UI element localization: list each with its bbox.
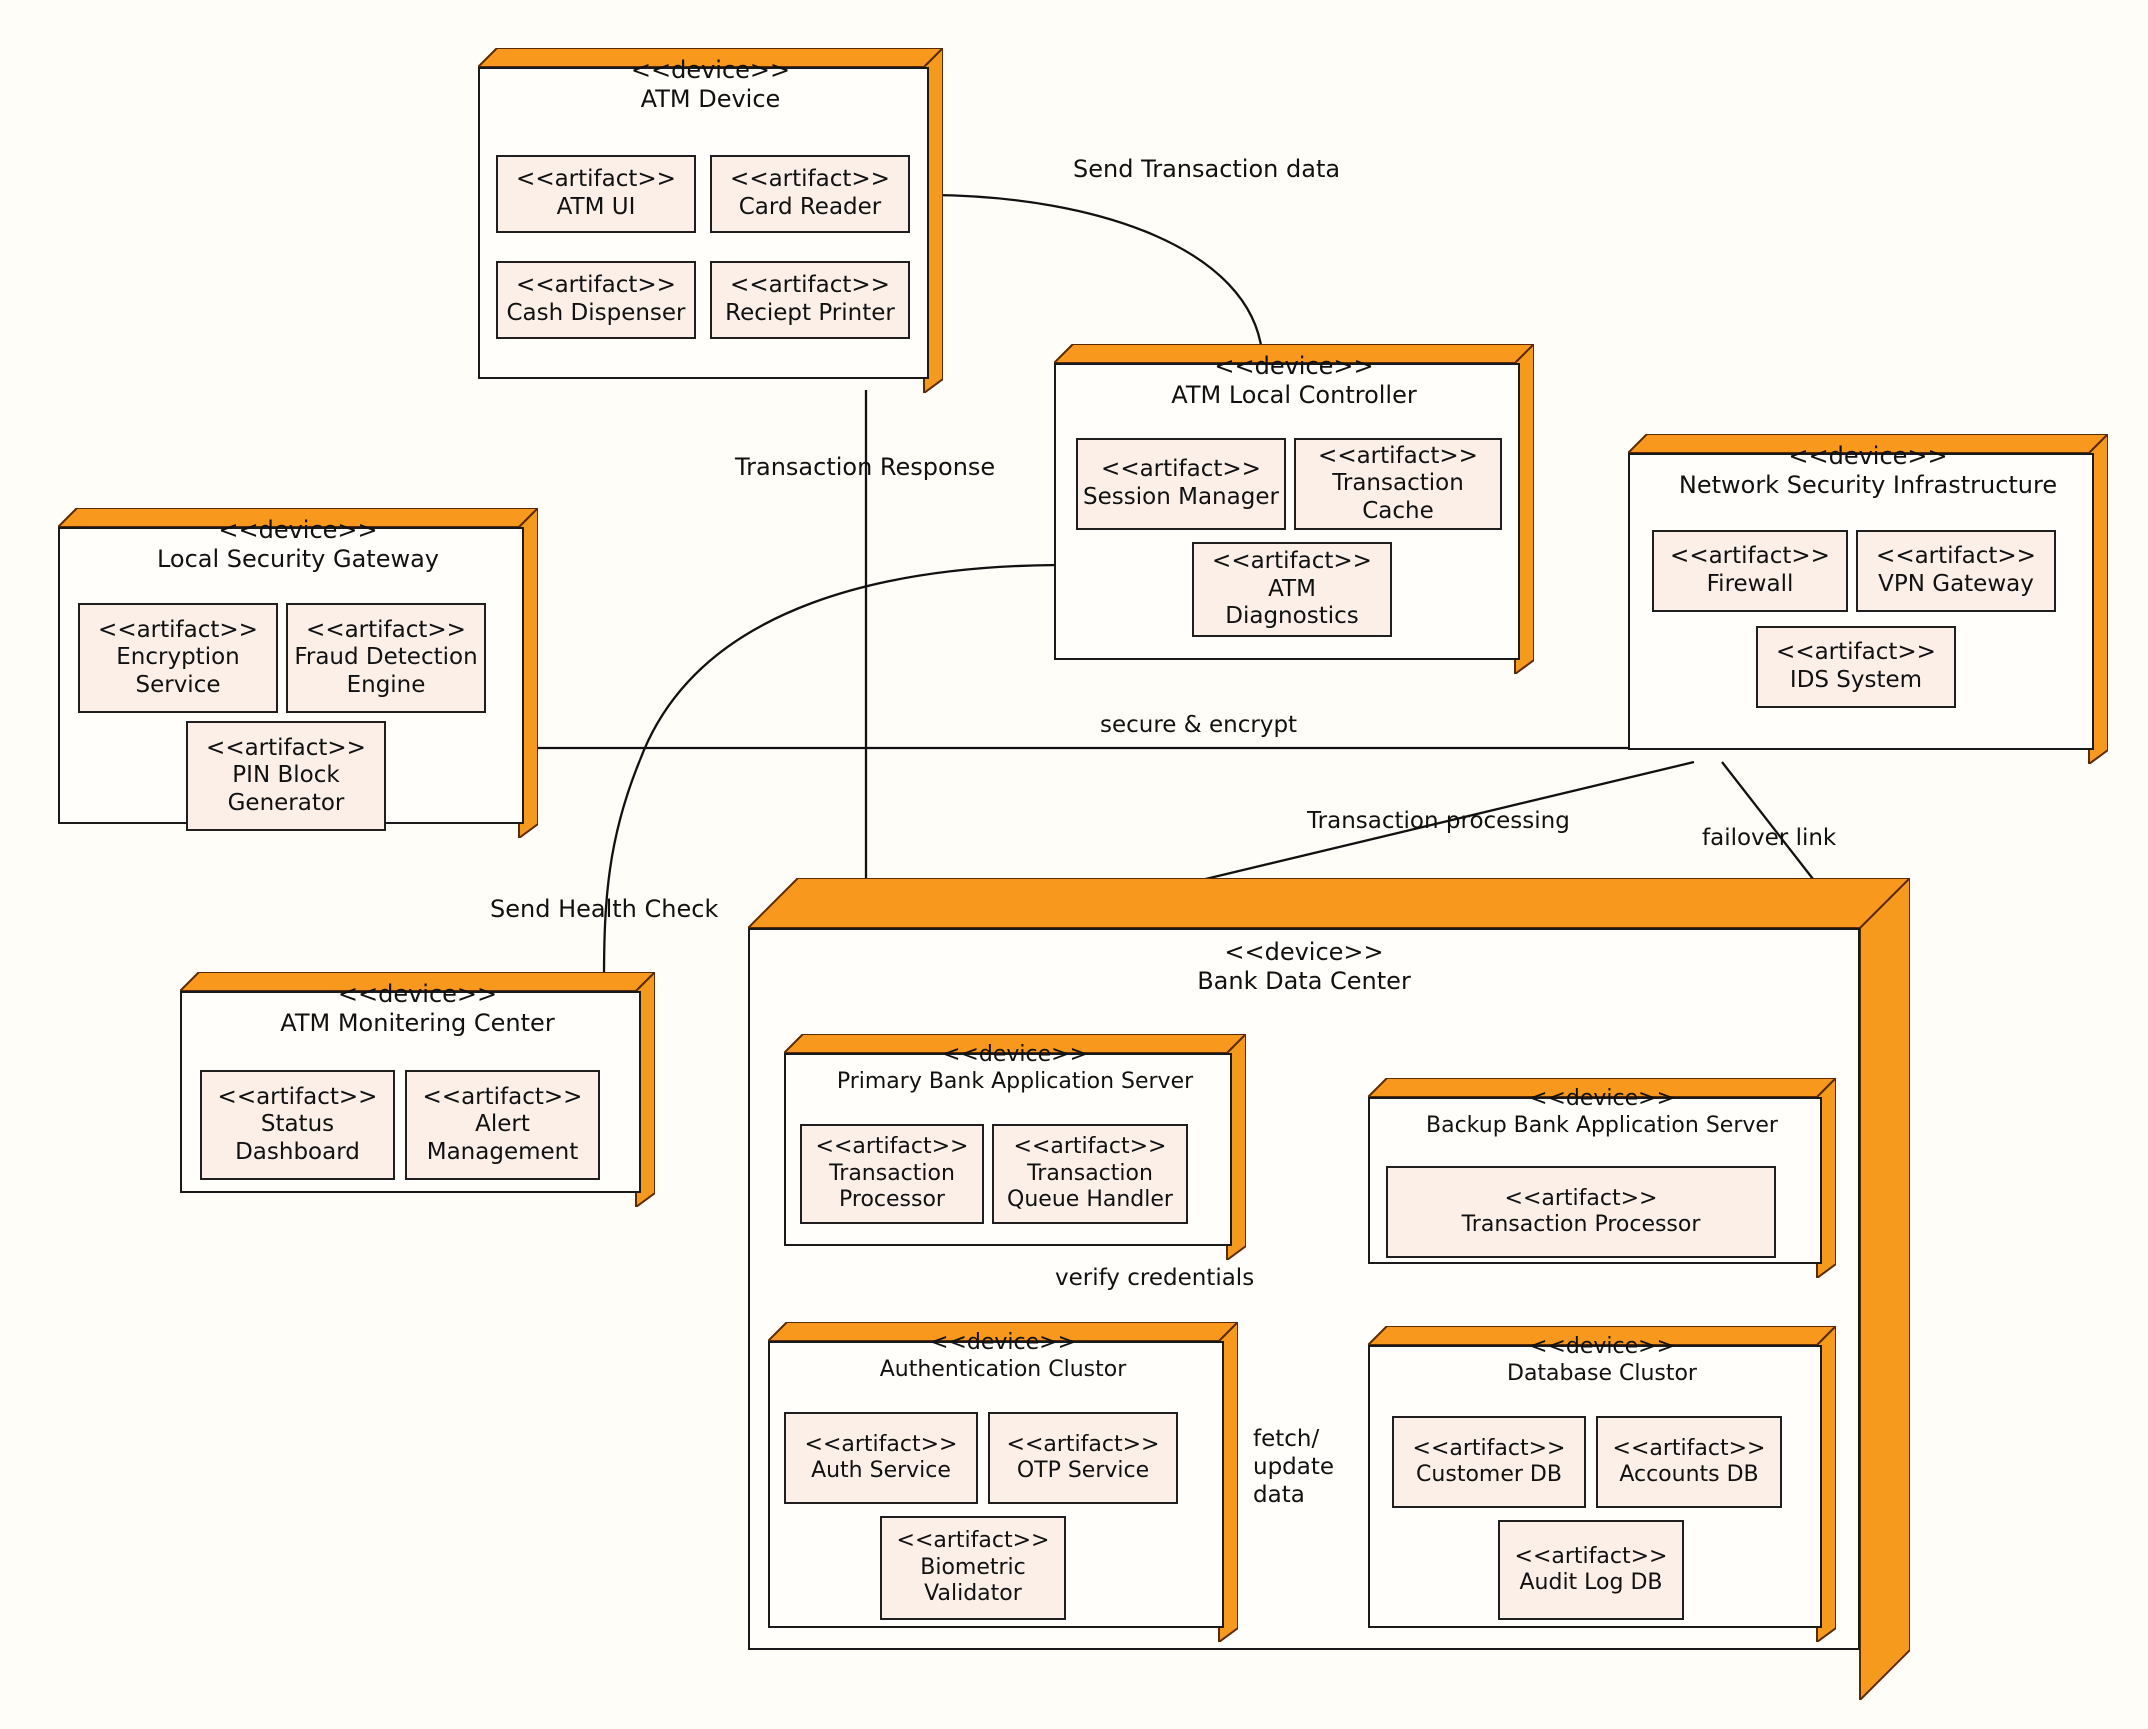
artifact-card-reader[interactable]: <<artifact>> Card Reader	[710, 155, 910, 233]
node-primary-bank-application-server[interactable]: <<device>> Primary Bank Application Serv…	[784, 1034, 1246, 1260]
edge-label-transaction-processing: Transaction processing	[1307, 808, 1570, 834]
artifact-firewall[interactable]: <<artifact>> Firewall	[1652, 530, 1848, 612]
artifact-label: Auth Service	[811, 1458, 951, 1483]
artifact-label: VPN Gateway	[1878, 571, 2034, 597]
artifact-customer-db[interactable]: <<artifact>> Customer DB	[1392, 1416, 1586, 1508]
artifact-stereotype: <<artifact>>	[896, 1528, 1050, 1554]
artifact-accounts-db[interactable]: <<artifact>> Accounts DB	[1596, 1416, 1782, 1508]
edge-label-transaction-response: Transaction Response	[735, 453, 996, 481]
artifact-stereotype: <<artifact>>	[1212, 548, 1372, 575]
artifact-cash-dispenser[interactable]: <<artifact>> Cash Dispenser	[496, 261, 696, 339]
artifact-stereotype: <<artifact>>	[1101, 456, 1261, 483]
node-atm-monitering-center[interactable]: <<device>> ATM Monitering Center <<artif…	[180, 972, 655, 1207]
node-database-clustor[interactable]: <<device>> Database Clustor <<artifact>>…	[1368, 1326, 1836, 1642]
node-authentication-clustor[interactable]: <<device>> Authentication Clustor <<arti…	[768, 1322, 1238, 1642]
artifact-label: Firewall	[1706, 571, 1794, 597]
artifact-label: Session Manager	[1083, 484, 1279, 510]
artifact-otp-service[interactable]: <<artifact>> OTP Service	[988, 1412, 1178, 1504]
artifact-ids-system[interactable]: <<artifact>> IDS System	[1756, 626, 1956, 708]
node-backup-bank-application-server[interactable]: <<device>> Backup Bank Application Serve…	[1368, 1078, 1836, 1278]
artifact-label: Card Reader	[738, 194, 882, 220]
artifact-label: ATM Diagnostics	[1225, 575, 1359, 630]
artifact-stereotype: <<artifact>>	[1776, 639, 1936, 666]
artifact-label: Status Dashboard	[235, 1111, 360, 1165]
artifact-stereotype: <<artifact>>	[206, 734, 366, 761]
artifact-label: Fraud Detection Engine	[294, 644, 478, 698]
edge-label-send-transaction-data: Send Transaction data	[1073, 155, 1341, 183]
edge-label-secure-encrypt: secure & encrypt	[1100, 712, 1298, 738]
artifact-atm-diagnostics[interactable]: <<artifact>> ATM Diagnostics	[1192, 542, 1392, 637]
artifact-label: Transaction Cache	[1332, 470, 1464, 524]
artifact-alert-management[interactable]: <<artifact>> Alert Management	[405, 1070, 600, 1180]
artifact-vpn-gateway[interactable]: <<artifact>> VPN Gateway	[1856, 530, 2056, 612]
artifact-audit-log-db[interactable]: <<artifact>> Audit Log DB	[1498, 1520, 1684, 1620]
artifact-stereotype: <<artifact>>	[730, 272, 890, 299]
artifact-stereotype: <<artifact>>	[306, 616, 466, 643]
artifact-stereotype: <<artifact>>	[730, 166, 890, 193]
edge-label-fetch-update-data: fetch/ update data	[1253, 1426, 1335, 1509]
artifact-stereotype: <<artifact>>	[1514, 1543, 1668, 1569]
artifact-label: IDS System	[1789, 667, 1923, 693]
node-atm-local-controller[interactable]: <<device>> ATM Local Controller <<artifa…	[1054, 344, 1534, 674]
artifact-encryption-service[interactable]: <<artifact>> Encryption Service	[78, 603, 278, 713]
artifact-stereotype: <<artifact>>	[1412, 1435, 1566, 1461]
artifact-transaction-processor[interactable]: <<artifact>> Transaction Processor	[800, 1124, 984, 1224]
artifact-stereotype: <<artifact>>	[815, 1134, 969, 1160]
artifact-biometric-validator[interactable]: <<artifact>> Biometric Validator	[880, 1516, 1066, 1620]
artifact-label: Transaction Processor	[1461, 1212, 1701, 1237]
artifact-stereotype: <<artifact>>	[1013, 1134, 1167, 1160]
node-bank-data-center[interactable]: <<device>> Bank Data Center <<device>> P…	[748, 878, 1910, 1700]
artifact-label: OTP Service	[1016, 1458, 1150, 1483]
node-atm-device[interactable]: <<device>> ATM Device <<artifact>> ATM U…	[478, 48, 943, 393]
wire-send-transaction-data	[929, 193, 1264, 353]
artifact-stereotype: <<artifact>>	[1670, 543, 1830, 570]
artifact-transaction-cache[interactable]: <<artifact>> Transaction Cache	[1294, 438, 1502, 530]
artifact-label: Alert Management	[426, 1111, 579, 1165]
artifact-backup-transaction-processor[interactable]: <<artifact>> Transaction Processor	[1386, 1166, 1776, 1258]
artifact-stereotype: <<artifact>>	[804, 1431, 958, 1457]
node-network-security-infrastructure[interactable]: <<device>> Network Security Infrastructu…	[1628, 434, 2108, 764]
artifact-status-dashboard[interactable]: <<artifact>> Status Dashboard	[200, 1070, 395, 1180]
artifact-stereotype: <<artifact>>	[98, 616, 258, 643]
artifact-label: Customer DB	[1416, 1462, 1562, 1487]
artifact-label: Cash Dispenser	[506, 300, 686, 326]
edge-label-failover-link: failover link	[1702, 825, 1837, 851]
artifact-label: Biometric Validator	[920, 1554, 1026, 1607]
artifact-stereotype: <<artifact>>	[1006, 1431, 1160, 1457]
artifact-label: Audit Log DB	[1519, 1570, 1663, 1595]
artifact-label: Accounts DB	[1619, 1462, 1759, 1487]
artifact-label: Transaction Queue Handler	[1007, 1160, 1173, 1213]
artifact-stereotype: <<artifact>>	[1318, 442, 1478, 469]
artifact-pin-block-generator[interactable]: <<artifact>> PIN Block Generator	[186, 721, 386, 831]
node-local-security-gateway[interactable]: <<device>> Local Security Gateway <<arti…	[58, 508, 538, 838]
artifact-auth-service[interactable]: <<artifact>> Auth Service	[784, 1412, 978, 1504]
artifact-stereotype: <<artifact>>	[516, 272, 676, 299]
artifact-transaction-queue-handler[interactable]: <<artifact>> Transaction Queue Handler	[992, 1124, 1188, 1224]
wire-controller-to-response	[638, 563, 1059, 761]
artifact-session-manager[interactable]: <<artifact>> Session Manager	[1076, 438, 1286, 530]
artifact-stereotype: <<artifact>>	[1612, 1435, 1766, 1461]
edge-label-verify-credentials: verify credentials	[1055, 1265, 1255, 1291]
artifact-stereotype: <<artifact>>	[1504, 1185, 1658, 1211]
artifact-label: ATM UI	[556, 194, 636, 220]
artifact-stereotype: <<artifact>>	[217, 1083, 378, 1110]
artifact-label: Transaction Processor	[829, 1160, 955, 1213]
artifact-stereotype: <<artifact>>	[516, 166, 676, 193]
artifact-label: Encryption Service	[116, 644, 240, 698]
artifact-label: PIN Block Generator	[227, 762, 345, 816]
edge-label-send-health-check: Send Health Check	[490, 895, 719, 923]
artifact-label: Reciept Printer	[725, 300, 895, 326]
artifact-stereotype: <<artifact>>	[422, 1083, 583, 1110]
artifact-reciept-printer[interactable]: <<artifact>> Reciept Printer	[710, 261, 910, 339]
artifact-fraud-detection-engine[interactable]: <<artifact>> Fraud Detection Engine	[286, 603, 486, 713]
wire-send-health-check	[602, 759, 642, 981]
artifact-atm-ui[interactable]: <<artifact>> ATM UI	[496, 155, 696, 233]
artifact-stereotype: <<artifact>>	[1876, 543, 2036, 570]
